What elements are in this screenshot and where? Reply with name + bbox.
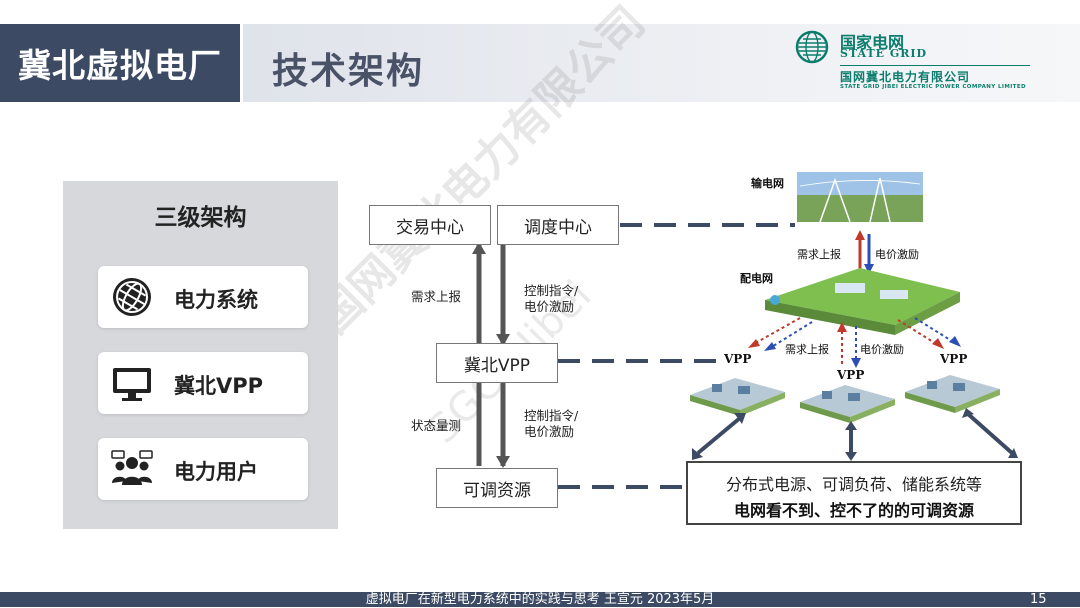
state-grid-logo-icon xyxy=(795,30,829,64)
label-demand-report: 需求上报 xyxy=(411,289,462,304)
resources-box: 可调资源 xyxy=(436,468,558,508)
company-name-en: STATE GRID JIBEI ELECTRIC POWER COMPANY … xyxy=(840,84,1026,90)
distribution-grid-image xyxy=(765,268,960,325)
logo-divider xyxy=(840,65,1030,66)
trading-center-label: 交易中心 xyxy=(396,217,464,238)
card-power-system: 电力系统 xyxy=(98,266,308,328)
trading-center-box: 交易中心 xyxy=(369,205,491,245)
dist-price-label: 电价激励 xyxy=(860,343,904,356)
dist-demand-label: 需求上报 xyxy=(785,343,829,356)
dispatch-center-box: 调度中心 xyxy=(497,205,619,245)
card-label: 电力用户 xyxy=(174,460,258,484)
vpp-node-right: VPP xyxy=(940,352,968,366)
page-number: 15 xyxy=(1030,592,1047,607)
vpp-node-middle: VPP xyxy=(837,368,865,382)
brand-title: 冀北虚拟电厂 xyxy=(18,46,222,85)
label-control-1: 控制指令/ xyxy=(524,283,579,298)
panel-title: 三级架构 xyxy=(154,205,247,231)
resources-emphasis: 电网看不到、控不了的的可调资源 xyxy=(733,501,974,520)
label-status: 状态量测 xyxy=(411,418,462,433)
vpp-cluster-middle xyxy=(800,385,895,423)
card-jibei-vpp: 冀北VPP xyxy=(98,352,308,414)
logo-en-text: STATE GRID xyxy=(840,47,928,60)
resources-label: 可调资源 xyxy=(463,480,531,501)
jibei-vpp-box: 冀北VPP xyxy=(436,343,558,383)
resources-description: 分布式电源、可调负荷、储能系统等 xyxy=(725,475,982,494)
logo-cn-text: 国家电网 xyxy=(840,33,905,52)
card-power-users: 电力用户 xyxy=(98,438,308,500)
vpp-cluster-right xyxy=(905,375,1000,413)
transmission-grid-label: 输电网 xyxy=(751,177,784,190)
globe-icon xyxy=(113,278,151,316)
jibei-vpp-label: 冀北VPP xyxy=(463,355,531,376)
footer-bar xyxy=(0,592,1080,607)
monitor-icon xyxy=(113,368,151,401)
vpp-cluster-left xyxy=(690,378,785,416)
header-band xyxy=(243,24,1080,102)
dispatch-center-label: 调度中心 xyxy=(524,217,592,238)
page-title: 技术架构 xyxy=(272,51,425,92)
label-price-1: 电价激励 xyxy=(524,299,575,314)
brand-banner: 冀北虚拟电厂 xyxy=(0,24,240,102)
footer-text: 虚拟电厂在新型电力系统中的实践与思考 王宣元 2023年5月 xyxy=(365,592,715,607)
vpp-node-left: VPP xyxy=(724,352,752,366)
card-label: 电力系统 xyxy=(174,288,258,312)
resources-description-box: 分布式电源、可调负荷、储能系统等 电网看不到、控不了的的可调资源 xyxy=(686,461,1022,525)
card-label: 冀北VPP xyxy=(174,374,264,398)
grid-demand-label: 需求上报 xyxy=(797,248,841,261)
grid-price-label: 电价激励 xyxy=(875,248,919,261)
label-price-2: 电价激励 xyxy=(524,424,575,439)
users-icon xyxy=(111,450,153,485)
label-control-2: 控制指令/ xyxy=(524,408,579,423)
distribution-grid-label: 配电网 xyxy=(740,272,773,285)
company-name: 国网冀北电力有限公司 xyxy=(840,70,971,84)
